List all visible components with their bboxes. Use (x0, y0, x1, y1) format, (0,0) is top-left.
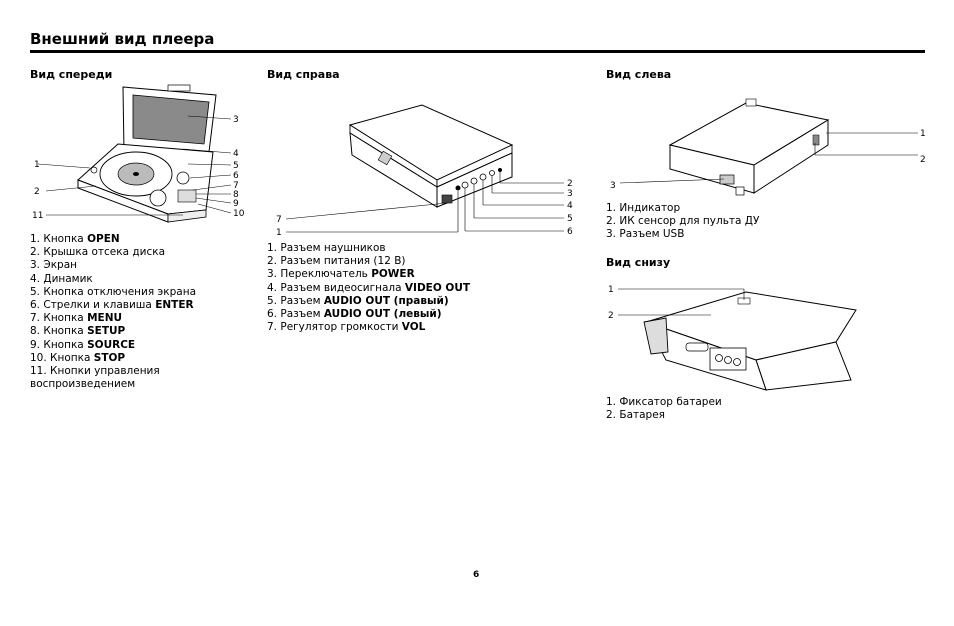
list-item: 11. Кнопки управления (30, 365, 160, 378)
list-item: воспроизведением (30, 378, 136, 391)
front-view-figure: 1 2 3 4 5 6 7 8 9 10 11 (28, 82, 250, 231)
left-parts-list: 1. Индикатор 2. ИК сенсор для пульта ДУ … (606, 202, 759, 242)
front-callout-8: 8 (233, 190, 239, 200)
list-item: 6. Стрелки и клавиша ENTER (30, 299, 194, 312)
right-parts-list: 1. Разъем наушников 2. Разъем питания (1… (267, 242, 470, 334)
front-callout-3: 3 (233, 115, 239, 125)
bottom-callout-1: 1 (608, 285, 614, 295)
right-callout-5: 5 (567, 214, 573, 224)
list-item: 9. Кнопка SOURCE (30, 338, 136, 351)
front-callout-7: 7 (233, 181, 239, 191)
list-item: 1. Кнопка OPEN (30, 233, 120, 245)
list-item: 4. Динамик (30, 272, 93, 285)
list-item: 5. Разъем AUDIO OUT (правый) (267, 294, 449, 307)
front-callout-10: 10 (233, 209, 245, 219)
list-item: 8. Кнопка SETUP (30, 325, 126, 338)
title-rule (30, 50, 925, 53)
list-item: 4. Разъем видеосигнала VIDEO OUT (267, 281, 471, 294)
list-item: 2. Батарея (606, 409, 665, 422)
list-item: 2. Крышка отсека диска (30, 246, 166, 259)
front-parts-list: 1. Кнопка OPEN 2. Крышка отсека диска 3.… (30, 233, 196, 391)
bottom-parts-list: 1. Фиксатор батареи 2. Батарея (606, 396, 722, 422)
list-item: 10. Кнопка STOP (30, 351, 126, 364)
front-callout-1: 1 (34, 160, 40, 170)
page-title: Внешний вид плеера (30, 30, 215, 48)
left-callout-1: 1 (920, 129, 926, 139)
front-callout-11: 11 (32, 211, 43, 221)
list-item: 7. Регулятор громкости VOL (267, 321, 426, 334)
right-callout-1: 1 (276, 228, 282, 238)
left-view-heading: Вид слева (606, 68, 672, 81)
left-callout-3: 3 (610, 181, 616, 191)
list-item: 1. Индикатор (606, 202, 681, 214)
front-callout-9: 9 (233, 199, 239, 209)
list-item: 1. Фиксатор батареи (606, 396, 722, 408)
front-callout-6: 6 (233, 171, 239, 181)
list-item: 2. Разъем питания (12 В) (267, 255, 406, 268)
list-item: 3. Переключатель POWER (267, 268, 415, 281)
front-callout-5: 5 (233, 161, 239, 171)
right-callout-4: 4 (567, 201, 573, 211)
left-view-figure: 1 2 3 (608, 95, 930, 204)
list-item: 2. ИК сенсор для пульта ДУ (606, 215, 760, 228)
right-view-heading: Вид справа (267, 68, 340, 81)
right-callout-7: 7 (276, 215, 282, 225)
right-callout-3: 3 (567, 189, 573, 199)
left-callout-2: 2 (920, 155, 926, 165)
front-view-heading: Вид спереди (30, 68, 113, 81)
front-callout-2: 2 (34, 187, 40, 197)
list-item: 1. Разъем наушников (267, 242, 386, 254)
page-number: 6 (473, 570, 480, 580)
right-callout-2: 2 (567, 179, 573, 189)
bottom-view-heading: Вид снизу (606, 256, 671, 269)
right-view-figure: 7 1 2 3 4 5 6 (272, 95, 577, 244)
list-item: 3. Разъем USB (606, 228, 685, 241)
bottom-view-figure: 1 2 (606, 280, 861, 396)
list-item: 6. Разъем AUDIO OUT (левый) (267, 308, 442, 321)
list-item: 7. Кнопка MENU (30, 312, 123, 325)
list-item: 5. Кнопка отключения экрана (30, 285, 197, 298)
bottom-callout-2: 2 (608, 311, 614, 321)
front-callout-4: 4 (233, 149, 239, 159)
list-item: 3. Экран (30, 259, 77, 272)
right-callout-6: 6 (567, 227, 573, 237)
